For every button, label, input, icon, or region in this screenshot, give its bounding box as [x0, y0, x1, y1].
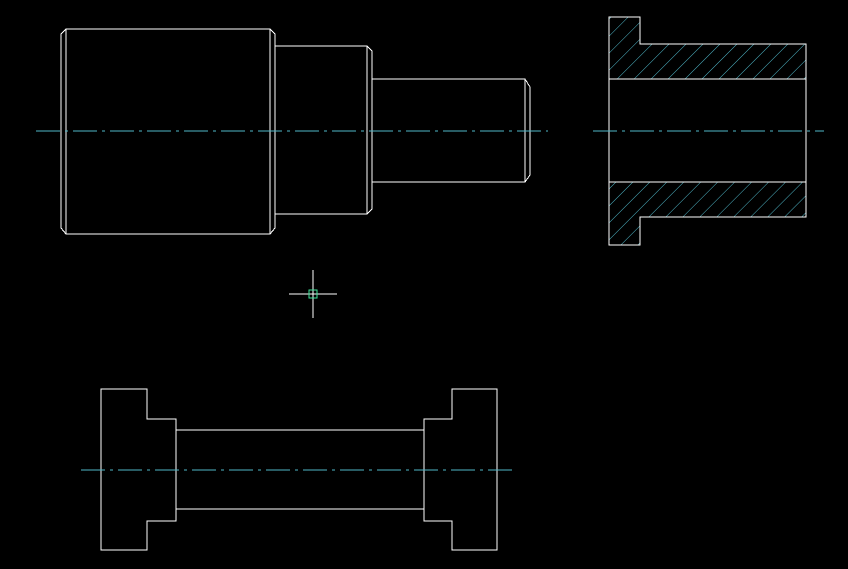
- bushing-upper-section-hatch[interactable]: [608, 16, 807, 80]
- spool-outline[interactable]: [100, 388, 498, 551]
- pickbox-square-icon: [308, 289, 318, 299]
- crosshair-cursor-icon: [289, 270, 337, 318]
- bushing-lower-section-hatch[interactable]: [608, 181, 807, 246]
- shaft-middle-section[interactable]: [275, 45, 373, 215]
- flanged-bushing-section-drawing[interactable]: [608, 16, 807, 246]
